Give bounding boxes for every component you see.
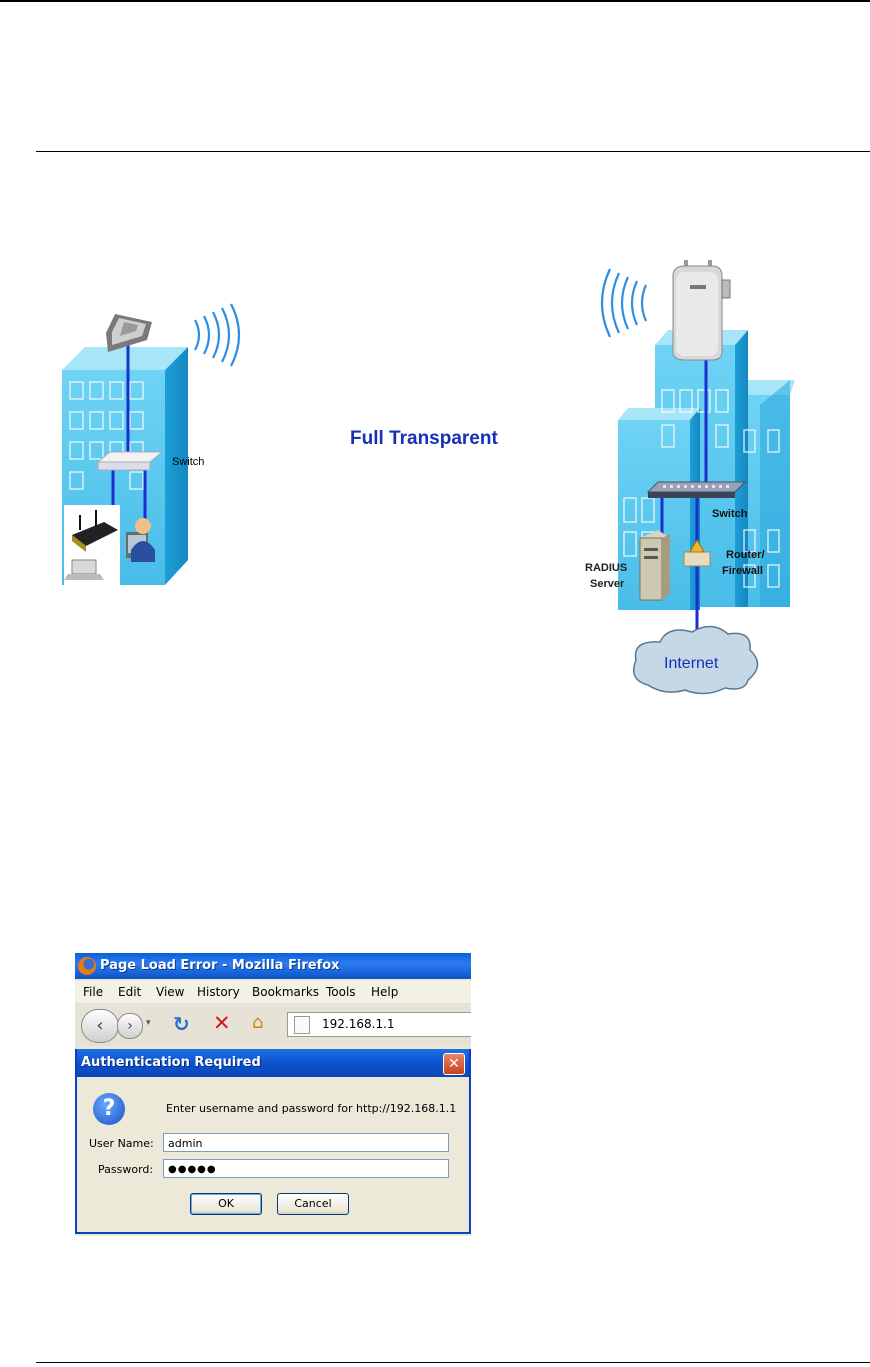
left-switch-label: Switch <box>172 456 204 468</box>
radius-label-line1: RADIUS <box>585 562 627 574</box>
menu-view[interactable]: View <box>156 985 185 999</box>
browser-menu-bar: File Edit View History Bookmarks Tools H… <box>75 981 471 1004</box>
authentication-dialog: Authentication Required ✕ ? Enter userna… <box>75 1049 471 1234</box>
firefox-logo-icon <box>78 957 96 975</box>
router-label-line1: Router/ <box>726 549 765 561</box>
address-url: 192.168.1.1 <box>322 1017 395 1031</box>
left-switch-icon <box>96 451 164 471</box>
page-icon <box>294 1016 310 1034</box>
firefox-auth-screenshot: Page Load Error - Mozilla Firefox File E… <box>75 953 471 1236</box>
left-access-point-icon <box>106 314 152 352</box>
radius-label-line2: Server <box>590 578 625 590</box>
close-icon[interactable]: ✕ <box>443 1053 465 1075</box>
dialog-title: Authentication Required <box>81 1055 261 1070</box>
radius-server-icon <box>639 530 670 601</box>
internet-cloud-icon <box>633 625 759 695</box>
cancel-button[interactable]: Cancel <box>277 1193 349 1215</box>
header-bottom-rule <box>36 151 870 152</box>
question-icon: ? <box>93 1093 125 1125</box>
full-transparent-label: Full Transparent <box>350 428 498 449</box>
dialog-title-bar: Authentication Required ✕ <box>77 1049 469 1077</box>
menu-help[interactable]: Help <box>371 985 399 999</box>
menu-tools[interactable]: Tools <box>326 985 356 999</box>
dialog-message: Enter username and password for http://1… <box>166 1102 457 1115</box>
right-radio-waves-icon <box>600 268 648 338</box>
menu-bookmarks[interactable]: Bookmarks <box>252 985 320 999</box>
back-button[interactable]: ‹ <box>81 1009 119 1043</box>
menu-history[interactable]: History <box>197 985 240 999</box>
header-top-rule <box>0 0 870 2</box>
address-bar[interactable]: 192.168.1.1 <box>287 1012 471 1037</box>
browser-title-bar: Page Load Error - Mozilla Firefox <box>75 953 471 979</box>
history-dropdown-icon[interactable]: ▾ <box>146 1018 151 1028</box>
footer-rule <box>36 1362 870 1363</box>
router-firewall-icon <box>683 539 711 567</box>
left-devices-inset <box>64 505 155 587</box>
username-label: User Name: <box>89 1137 154 1150</box>
browser-nav-bar: ‹ › ▾ ↻ ✕ ⌂ 192.168.1.1 <box>75 1003 471 1047</box>
stop-icon[interactable]: ✕ <box>213 1011 231 1035</box>
browser-window-title: Page Load Error - Mozilla Firefox <box>100 958 340 973</box>
right-access-point-icon <box>672 260 731 361</box>
router-label-line2: Firewall <box>722 565 763 577</box>
right-switch-label: Switch <box>712 508 748 520</box>
forward-button[interactable]: › <box>117 1013 143 1039</box>
menu-edit[interactable]: Edit <box>118 985 142 999</box>
username-input[interactable]: admin <box>163 1133 449 1152</box>
right-switch-icon <box>646 481 747 498</box>
ok-button[interactable]: OK <box>190 1193 262 1215</box>
left-radio-waves-icon <box>194 303 241 367</box>
password-label: Password: <box>98 1163 154 1176</box>
internet-label: Internet <box>664 655 719 672</box>
network-diagram: Switch Full Transparent <box>62 260 795 695</box>
reload-icon[interactable]: ↻ <box>173 1012 190 1036</box>
password-input[interactable]: ●●●●● <box>163 1159 449 1178</box>
menu-file[interactable]: File <box>83 985 104 999</box>
home-icon[interactable]: ⌂ <box>252 1012 264 1033</box>
